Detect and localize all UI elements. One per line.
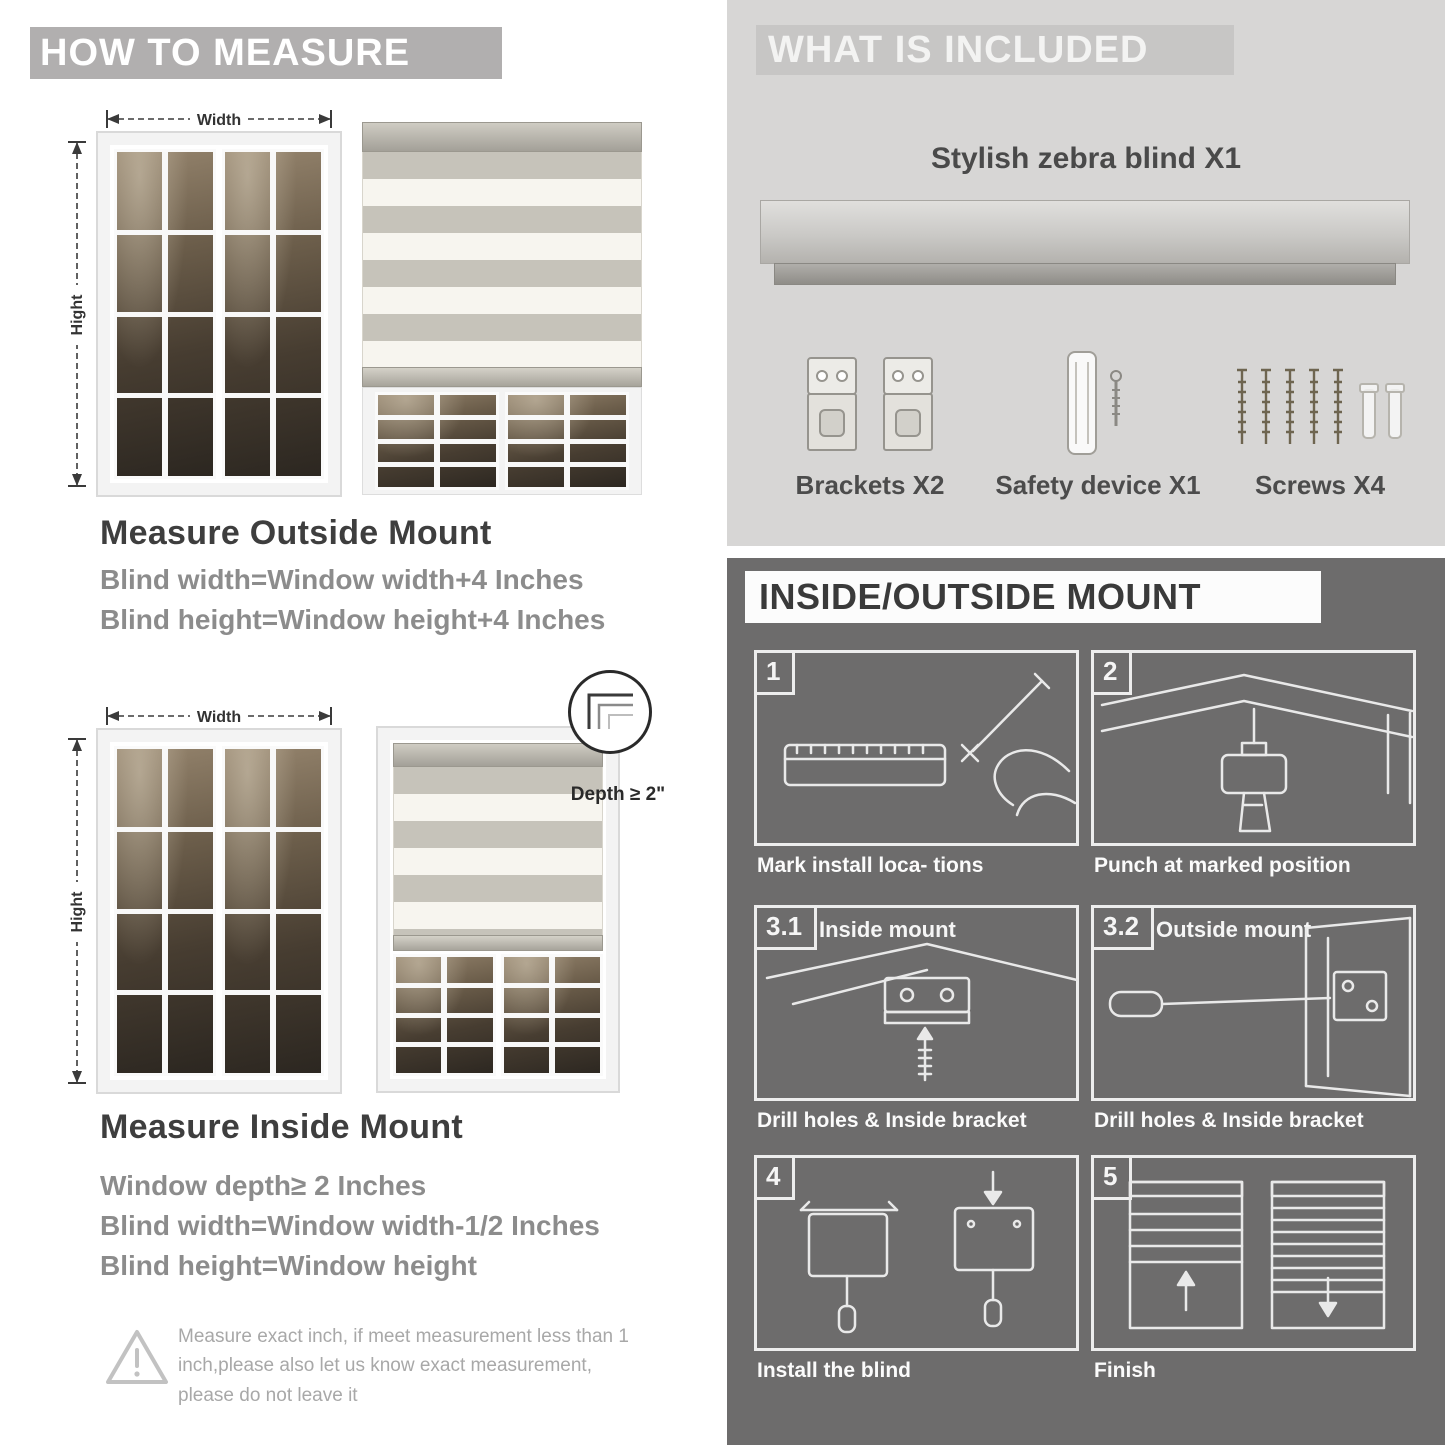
corner-depth-detail bbox=[587, 693, 633, 729]
inside-mount-formula-width: Blind width=Window width-1/2 Inches bbox=[100, 1210, 600, 1241]
window-sash bbox=[500, 954, 603, 1076]
outside-mount-formula-height: Blind height=Window height+4 Inches bbox=[100, 604, 606, 635]
warning-triangle-icon bbox=[106, 1330, 168, 1384]
step2-caption: Punch at marked position bbox=[1094, 854, 1351, 877]
step-number: 2 bbox=[1094, 653, 1133, 695]
step2-drill-illustration bbox=[1100, 673, 1414, 833]
step-number: 3.2 bbox=[1094, 908, 1155, 950]
window-below-blind bbox=[393, 951, 603, 1076]
step-title: Inside mount bbox=[819, 917, 956, 942]
window-sash bbox=[222, 149, 324, 479]
step3-2-outside-bracket-illustration bbox=[1108, 916, 1412, 1098]
bracket-icon bbox=[883, 357, 933, 451]
step-number: 5 bbox=[1094, 1158, 1133, 1200]
depth-callout-label: Depth ≥ 2" bbox=[570, 784, 666, 805]
blind-bottom-rail bbox=[362, 367, 642, 387]
step-panel-3-2: 3.2 Outside mount bbox=[1091, 905, 1416, 1101]
width-label: Width bbox=[197, 709, 241, 726]
outside-mount-formula-width: Blind width=Window width+4 Inches bbox=[100, 564, 584, 595]
measurement-warning-note: Measure exact inch, if meet measurement … bbox=[178, 1326, 629, 1406]
height-label: Hight bbox=[69, 294, 86, 336]
window-sash bbox=[505, 392, 629, 490]
step-panel-3-1: 3.1 Inside mount bbox=[754, 905, 1079, 1101]
screws-label: Screws X4 bbox=[1254, 470, 1386, 500]
height-dimension-arrow: Hight bbox=[65, 141, 89, 487]
window-below-blind bbox=[362, 387, 642, 495]
zebra-fabric bbox=[393, 767, 603, 935]
screws-item: Screws X4 bbox=[1209, 330, 1431, 501]
step4-install-illustration bbox=[799, 1170, 1035, 1334]
brackets-label: Brackets X2 bbox=[795, 470, 945, 500]
blind-cassette bbox=[393, 743, 603, 767]
step1-mark-illustration bbox=[783, 672, 1077, 817]
how-to-measure-header: HOW TO MEASURE bbox=[30, 27, 502, 79]
included-blind-label: Stylish zebra blind X1 bbox=[930, 142, 1242, 175]
inside-outside-mount-section: INSIDE/OUTSIDE MOUNT 1 2 bbox=[727, 558, 1445, 1445]
window-sash bbox=[393, 954, 496, 1076]
safety-device-icon bbox=[1067, 351, 1122, 455]
step-number: 1 bbox=[757, 653, 796, 695]
zebra-fabric bbox=[362, 152, 642, 367]
window-photo-outside bbox=[96, 131, 342, 497]
step-title: Outside mount bbox=[1156, 917, 1312, 942]
height-label: Hight bbox=[69, 891, 86, 933]
zebra-blind-inside-illustration bbox=[376, 726, 620, 1093]
width-dimension-arrow: Width bbox=[106, 704, 332, 728]
step-panel-1: 1 bbox=[754, 650, 1079, 846]
mount-header-label: INSIDE/OUTSIDE MOUNT bbox=[759, 576, 1202, 617]
window-sash bbox=[375, 392, 499, 490]
what-is-included-section: WHAT IS INCLUDED Stylish zebra blind X1 bbox=[727, 0, 1445, 546]
window-sash bbox=[222, 746, 324, 1076]
step4-caption: Install the blind bbox=[757, 1359, 912, 1382]
blind-cassette bbox=[362, 122, 642, 152]
step5-caption: Finish bbox=[1094, 1359, 1156, 1382]
what-is-included-header-label: WHAT IS INCLUDED bbox=[768, 28, 1149, 71]
mount-header: INSIDE/OUTSIDE MOUNT bbox=[745, 571, 1321, 623]
how-to-measure-header-label: HOW TO MEASURE bbox=[40, 31, 411, 74]
window-sash bbox=[114, 149, 216, 479]
step3-2-caption: Drill holes & Inside bracket bbox=[1094, 1109, 1364, 1132]
step-number: 4 bbox=[757, 1158, 796, 1200]
step-panel-5: 5 bbox=[1091, 1155, 1416, 1351]
step1-caption: Mark install loca- tions bbox=[757, 854, 984, 877]
step5-finish-illustration bbox=[1128, 1180, 1386, 1330]
screws-icon bbox=[1237, 368, 1405, 444]
step-panel-2: 2 bbox=[1091, 650, 1416, 846]
zebra-blind-outside-illustration bbox=[362, 122, 642, 495]
depth-detail-magnifier bbox=[568, 670, 652, 754]
inside-mount-title: Measure Inside Mount bbox=[100, 1108, 464, 1146]
blind-headrail-illustration bbox=[760, 200, 1410, 264]
width-label: Width bbox=[197, 112, 241, 129]
height-dimension-arrow: Hight bbox=[65, 738, 89, 1084]
step-number: 3.1 bbox=[757, 908, 818, 950]
what-is-included-header: WHAT IS INCLUDED bbox=[756, 25, 1234, 75]
safety-device-label: Safety device X1 bbox=[995, 470, 1201, 500]
blind-bottom-rail bbox=[393, 935, 603, 951]
window-sash bbox=[114, 746, 216, 1076]
width-dimension-arrow: Width bbox=[106, 107, 332, 131]
step-panel-4: 4 bbox=[754, 1155, 1079, 1351]
brackets-item: Brackets X2 bbox=[755, 330, 985, 501]
bracket-icon bbox=[807, 357, 857, 451]
safety-device-item: Safety device X1 bbox=[987, 330, 1209, 501]
inside-mount-depth-rule: Window depth≥ 2 Inches bbox=[100, 1170, 427, 1201]
blind-fabric-roll-illustration bbox=[774, 263, 1396, 285]
inside-mount-formula-height: Blind height=Window height bbox=[100, 1250, 477, 1281]
window-photo-inside bbox=[96, 728, 342, 1094]
step3-1-caption: Drill holes & Inside bracket bbox=[757, 1109, 1027, 1132]
outside-mount-title: Measure Outside Mount bbox=[100, 514, 492, 552]
step3-1-inside-bracket-illustration bbox=[765, 942, 1079, 1082]
